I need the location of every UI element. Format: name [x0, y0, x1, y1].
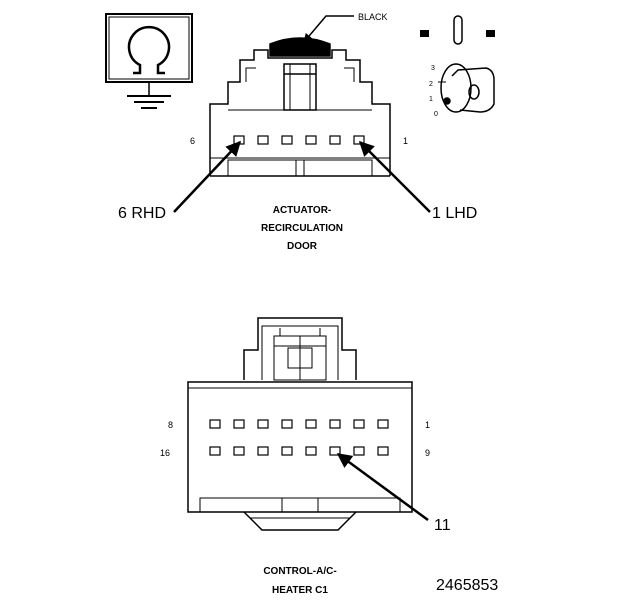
control-pin-16: [209, 446, 221, 456]
control-pin-9: [377, 446, 389, 456]
key-position-2: 2: [429, 81, 433, 88]
ignition-key-icon: [438, 63, 495, 113]
actuator-name-line-1: ACTUATOR-: [273, 205, 332, 216]
callout-6-rhd-arrow: [173, 140, 242, 213]
key-position-0: 0: [434, 111, 438, 118]
control-pin-14: [257, 446, 269, 456]
control-pin-12: [305, 446, 317, 456]
ignition-switch-symbol-icon: [420, 15, 495, 45]
control-pin-5: [281, 419, 293, 429]
callout-11: 11: [434, 517, 451, 534]
key-position-3: 3: [431, 65, 435, 72]
control-pin-1: [377, 419, 389, 429]
control-pin-row-2: [209, 446, 389, 456]
connector-color-label: BLACK: [358, 12, 388, 22]
control-pin-6: [257, 419, 269, 429]
control-pin-10: [353, 446, 365, 456]
key-position-1: 1: [429, 96, 433, 103]
control-row2-left-number: 16: [160, 448, 170, 458]
actuator-connector-body: [209, 37, 391, 177]
actuator-pin-4: [281, 135, 293, 145]
control-pin-15: [233, 446, 245, 456]
control-pin-7: [233, 419, 245, 429]
callout-6-rhd: 6 RHD: [118, 205, 166, 222]
control-pin-2: [353, 419, 365, 429]
control-pin-3: [329, 419, 341, 429]
control-row1-left-number: 8: [168, 420, 173, 430]
control-pin-row-1: [209, 419, 389, 429]
black-callout-arrow: [303, 15, 354, 43]
control-pin-4: [305, 419, 317, 429]
actuator-pin-row: [233, 135, 365, 145]
actuator-pin-5: [257, 135, 269, 145]
control-pin-8: [209, 419, 221, 429]
control-pin-13: [281, 446, 293, 456]
ground-omega-icon: [105, 13, 193, 109]
callout-1-lhd: 1 LHD: [432, 205, 477, 222]
callout-1-lhd-arrow: [358, 140, 431, 213]
control-row2-right-number: 9: [425, 448, 430, 458]
actuator-pin-3: [305, 135, 317, 145]
callout-11-arrow: [336, 452, 429, 522]
figure-number: 2465853: [436, 577, 498, 594]
control-connector-body: [187, 317, 413, 531]
control-row1-right-number: 1: [425, 420, 430, 430]
actuator-name-line-3: DOOR: [287, 241, 318, 252]
actuator-pin-2: [329, 135, 341, 145]
control-pin-11: [329, 446, 341, 456]
actuator-pin-left-number: 6: [190, 136, 195, 146]
actuator-name-line-2: RECIRCULATION: [261, 223, 343, 234]
actuator-pin-right-number: 1: [403, 136, 408, 146]
control-name-line-2: HEATER C1: [272, 585, 328, 596]
control-name-line-1: CONTROL-A/C-: [263, 566, 336, 577]
